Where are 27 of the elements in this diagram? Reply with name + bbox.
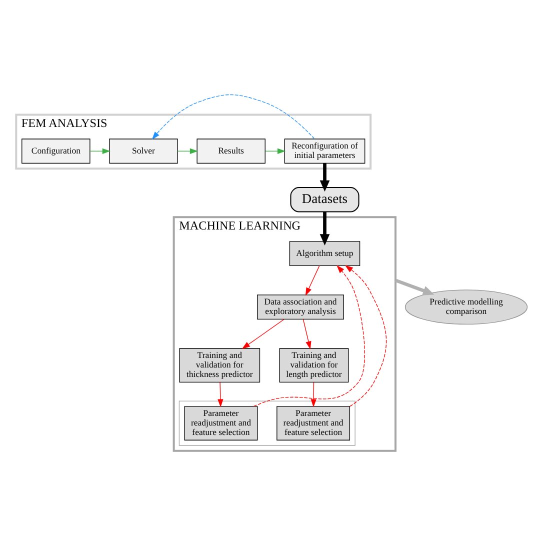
node-box: Algorithm setup xyxy=(289,240,360,266)
arrow xyxy=(264,148,286,154)
arrow xyxy=(177,148,198,154)
node-box: Datasets xyxy=(290,186,360,212)
arrow xyxy=(152,94,315,140)
arrow xyxy=(320,211,330,245)
node-box: Data association and exploratory analysis xyxy=(257,294,344,320)
node-box: Reconfiguration of initial parameters xyxy=(284,138,366,164)
node-box: Parameter readjustment and feature selection xyxy=(276,406,350,440)
arrow xyxy=(394,278,434,295)
arrow xyxy=(253,264,366,406)
arrow xyxy=(344,264,387,406)
arrow xyxy=(305,264,320,296)
node-box: Results xyxy=(196,138,266,164)
arrow xyxy=(302,318,312,349)
arrow xyxy=(242,318,284,348)
arrow xyxy=(218,382,224,407)
node-box: Solver xyxy=(109,138,178,164)
node-box: Configuration xyxy=(22,138,90,164)
arrow xyxy=(310,382,316,407)
cluster xyxy=(178,400,356,446)
node-box: Parameter readjustment and feature selection xyxy=(184,406,258,440)
node-ellipse: Predictive modelling comparison xyxy=(404,289,528,324)
node-box: Training and validation for thickness predictor xyxy=(179,348,260,382)
arrow xyxy=(90,148,110,154)
arrow xyxy=(320,162,330,192)
node-box: Training and validation for length predictor xyxy=(279,348,349,382)
